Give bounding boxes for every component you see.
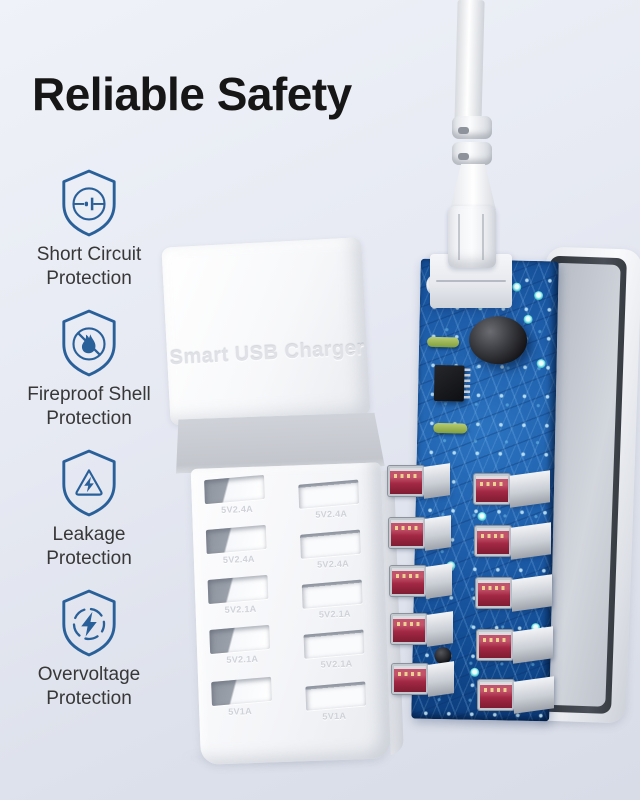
port-rating-label: 5V2.4A — [222, 553, 255, 565]
port-row: 5V1A 5V1A — [198, 674, 390, 731]
usb-port — [391, 611, 453, 647]
usb-port — [475, 522, 551, 560]
usb-slot-opening — [303, 629, 365, 659]
usb-port-front — [477, 630, 513, 660]
usb-slot-opening — [205, 524, 267, 555]
charger-top-shell: Smart USB Charger — [161, 237, 371, 426]
port-rating-label: 5V2.1A — [224, 603, 257, 615]
shield-lightning-icon — [62, 589, 116, 657]
led-indicator — [477, 511, 487, 522]
usb-port — [388, 463, 450, 499]
usb-port — [389, 515, 451, 551]
led-indicator — [523, 314, 533, 324]
led-indicator — [470, 667, 480, 677]
shield-no-fire-icon — [62, 309, 116, 377]
shield-hazard-triangle-icon — [62, 449, 116, 517]
feature-leakage: Leakage Protection — [14, 448, 164, 572]
usb-port — [390, 563, 452, 599]
usb-slot: 5V1A — [305, 681, 370, 722]
feature-label: Short Circuit Protection — [36, 244, 142, 290]
usb-slot-opening — [301, 579, 363, 609]
usb-port-housing — [511, 522, 551, 560]
charger-port-panel: 5V2.4A 5V2.4A 5V2.4A 5V2.4A — [190, 462, 391, 765]
page-title: Reliable Safety — [32, 67, 352, 120]
usb-port-front — [389, 518, 425, 548]
feature-fireproof-shell: Fireproof Shell Protection — [14, 308, 164, 432]
usb-port-housing — [425, 515, 451, 551]
port-rating-label: 5V2.4A — [316, 558, 350, 570]
usb-slot: 5V2.4A — [204, 474, 269, 515]
usb-port-housing — [513, 626, 553, 664]
usb-port-housing — [510, 470, 550, 508]
usb-port-front — [474, 474, 510, 504]
ic-chip-component — [433, 364, 465, 402]
port-row: 5V2.1A 5V2.1A — [196, 622, 388, 679]
led-indicator — [512, 282, 522, 292]
usb-slot-opening — [300, 529, 361, 559]
port-rating-label: 5V2.1A — [226, 653, 259, 665]
feature-label: Fireproof Shell Protection — [27, 384, 151, 430]
usb-slot-opening — [211, 676, 272, 706]
usb-port — [474, 470, 550, 508]
port-rating-label: 5V2.1A — [318, 608, 351, 620]
port-row: 5V2.4A 5V2.4A — [191, 472, 383, 529]
port-row: 5V2.4A 5V2.4A — [193, 522, 385, 579]
usb-port — [392, 661, 454, 697]
usb-slot: 5V2.4A — [300, 529, 365, 570]
usb-slot: 5V2.1A — [207, 574, 273, 615]
usb-slot: 5V1A — [211, 676, 276, 717]
resistor-component — [426, 336, 460, 348]
port-rating-label: 5V2.1A — [320, 658, 353, 670]
usb-port-front — [475, 526, 511, 556]
usb-port — [476, 574, 552, 612]
feature-short-circuit: Short Circuit Protection — [14, 168, 164, 292]
cable-strain-relief — [452, 116, 492, 139]
usb-port-front — [476, 578, 512, 608]
cable-plug-neck — [450, 164, 496, 210]
usb-port-front — [478, 680, 514, 710]
resistor-component — [433, 422, 468, 434]
usb-port-housing — [424, 463, 450, 499]
feature-label: Leakage Protection — [46, 524, 132, 570]
usb-port-housing — [514, 676, 554, 714]
feature-label: Overvoltage Protection — [37, 664, 141, 710]
usb-port-front — [388, 466, 424, 496]
port-row: 5V2.1A 5V2.1A — [195, 572, 387, 629]
usb-port-front — [392, 664, 428, 694]
port-rating-label: 5V1A — [322, 710, 347, 722]
usb-slot: 5V2.1A — [303, 629, 369, 670]
usb-slot: 5V2.1A — [209, 624, 274, 665]
usb-port-housing — [427, 611, 453, 647]
port-rating-label: 5V2.4A — [220, 503, 254, 515]
usb-port — [478, 676, 554, 714]
usb-port-housing — [512, 574, 552, 612]
capacitor-component — [468, 315, 528, 365]
usb-port-housing — [426, 563, 452, 599]
usb-charger-front-view: Smart USB Charger 5V2.4A 5V2.4A 5V2.4A — [149, 230, 408, 778]
cable-strain-relief — [452, 142, 492, 165]
usb-slot: 5V2.4A — [205, 524, 271, 565]
usb-port-front — [390, 566, 426, 596]
shield-short-circuit-icon — [62, 169, 116, 237]
port-rating-label: 5V1A — [228, 706, 253, 717]
port-rating-label: 5V2.4A — [315, 508, 348, 520]
brand-embossed-text: Smart USB Charger — [169, 337, 366, 370]
usb-slot-opening — [207, 574, 269, 605]
led-indicator — [533, 290, 544, 301]
usb-slot-opening — [209, 624, 271, 655]
usb-port-housing — [428, 661, 454, 697]
led-indicator — [536, 359, 546, 369]
usb-slot-opening — [305, 681, 367, 711]
usb-port-front — [391, 614, 427, 644]
usb-slot-opening — [298, 479, 360, 509]
cable-plug-body — [448, 206, 496, 268]
usb-slot: 5V2.4A — [298, 479, 363, 520]
feature-overvoltage: Overvoltage Protection — [14, 588, 164, 712]
usb-port — [477, 626, 553, 664]
usb-slot: 5V2.1A — [301, 579, 367, 620]
usb-slot-opening — [204, 474, 265, 505]
power-cable — [454, 0, 485, 127]
